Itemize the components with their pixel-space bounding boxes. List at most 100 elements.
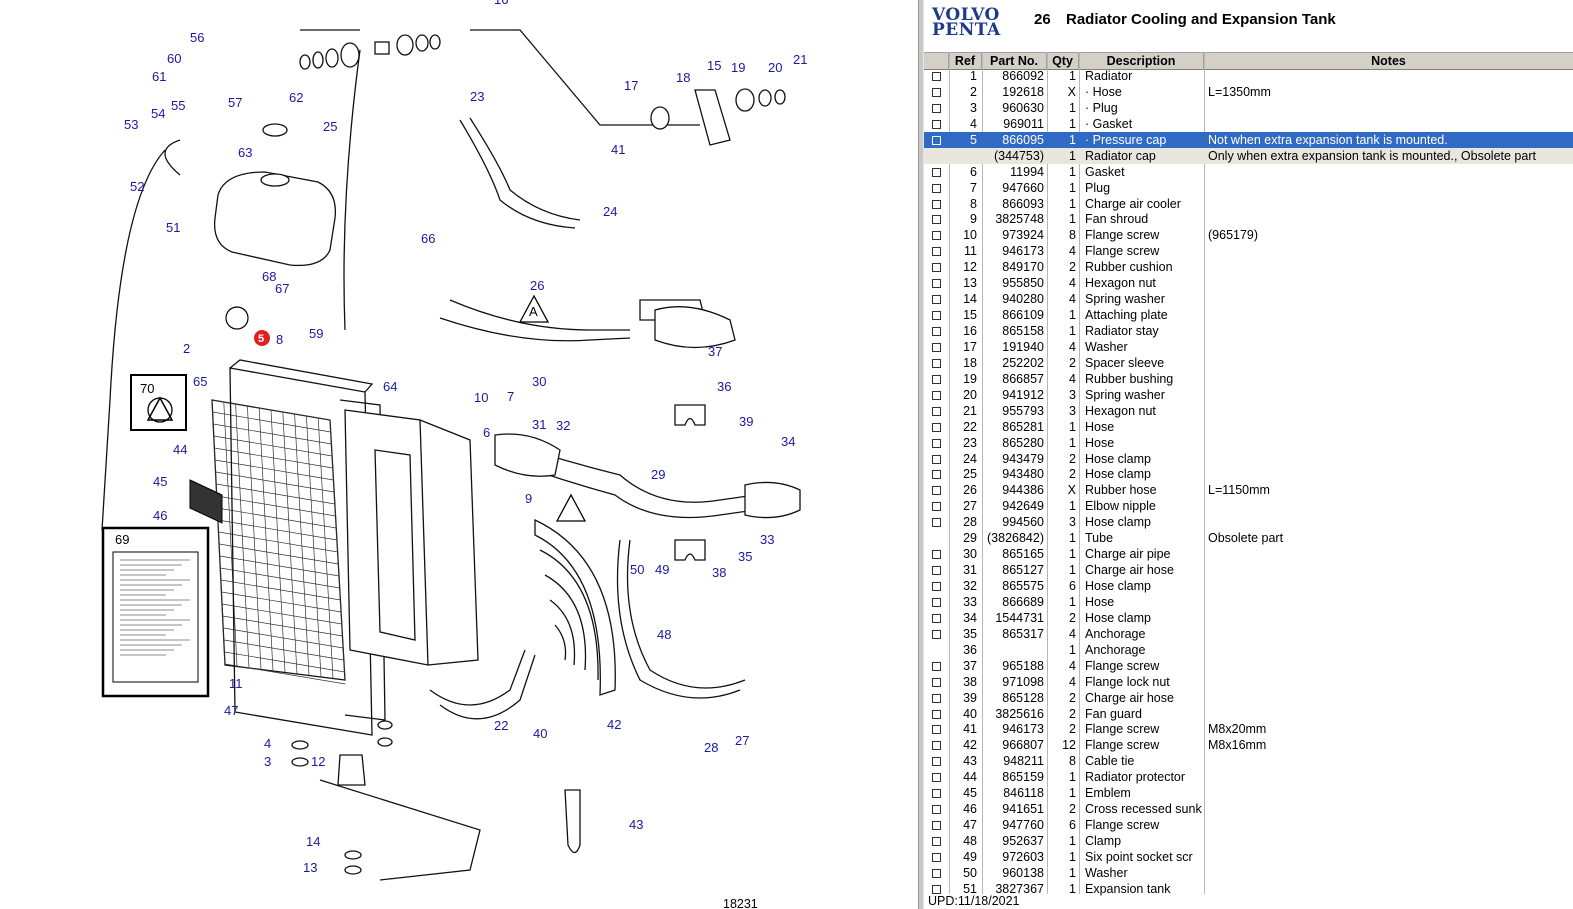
callout-label[interactable]: 3 [264,754,271,769]
callout-label[interactable]: 29 [651,467,665,482]
callout-label[interactable]: 7 [507,389,514,404]
callout-label[interactable]: 14 [306,834,320,849]
row-checkbox[interactable] [932,709,941,719]
row-checkbox[interactable] [932,199,941,209]
callout-label[interactable]: 30 [532,374,546,389]
row-checkbox[interactable] [932,677,941,687]
callout-label[interactable]: 5 [258,333,264,345]
callout-label[interactable]: 70 [140,381,154,396]
row-checkbox[interactable] [932,582,941,591]
row-checkbox[interactable] [932,231,941,241]
callout-label[interactable]: 8 [276,332,283,347]
callout-label[interactable]: 38 [712,565,726,580]
callout-label[interactable]: 39 [739,414,753,429]
row-checkbox[interactable] [932,868,941,878]
row-checkbox[interactable] [932,852,941,862]
row-checkbox[interactable] [932,597,941,607]
row-checkbox[interactable] [932,311,941,321]
callout-label[interactable]: 61 [152,69,166,84]
row-checkbox[interactable] [932,741,941,751]
callout-label[interactable]: 48 [657,627,671,642]
row-checkbox[interactable] [932,613,941,623]
callout-label[interactable]: 52 [130,179,144,194]
row-checkbox[interactable] [932,518,941,528]
callout-label[interactable]: 15 [707,58,721,73]
exploded-parts-diagram[interactable]: 1234678910111213141516171819202122232425… [0,0,918,909]
row-checkbox[interactable] [932,757,941,767]
callout-label[interactable]: 6 [483,425,490,440]
row-checkbox[interactable] [932,454,941,464]
callout-label[interactable]: 64 [383,379,397,394]
callout-label[interactable]: 35 [738,549,752,564]
callout-label[interactable]: 51 [166,220,180,235]
row-checkbox[interactable] [932,374,941,384]
callout-label[interactable]: 45 [153,474,167,489]
callout-label[interactable]: 9 [525,491,532,506]
row-checkbox[interactable] [932,167,941,177]
callout-label[interactable]: 26 [530,278,544,293]
row-checkbox[interactable] [932,566,941,576]
callout-label[interactable]: 22 [494,718,508,733]
row-checkbox[interactable] [932,821,941,831]
callout-label[interactable]: 28 [704,740,718,755]
callout-label[interactable]: 66 [421,231,435,246]
callout-label[interactable]: 53 [124,117,138,132]
header-part-no[interactable]: Part No. [982,53,1047,69]
row-checkbox[interactable] [932,279,941,289]
callout-label[interactable]: 56 [190,30,204,45]
callout-label[interactable]: 44 [173,442,187,457]
row-checkbox[interactable] [932,837,941,846]
callout-label[interactable]: 63 [238,145,252,160]
callout-label[interactable]: 68 [262,269,276,284]
row-checkbox[interactable] [932,103,941,113]
callout-label[interactable]: 34 [781,434,795,449]
callout-label[interactable]: 19 [731,60,745,75]
row-checkbox[interactable] [932,805,941,815]
header-qty[interactable]: Qty [1047,53,1079,69]
row-checkbox[interactable] [932,725,941,735]
row-checkbox[interactable] [932,135,941,145]
callout-label[interactable]: 69 [115,532,129,547]
callout-label[interactable]: 50 [630,562,644,577]
row-checkbox[interactable] [932,215,941,225]
callout-label[interactable]: 27 [735,733,749,748]
row-checkbox[interactable] [932,263,941,273]
callout-label[interactable]: 16 [494,0,508,7]
callout-label[interactable]: 47 [224,703,238,718]
callout-label[interactable]: 25 [323,119,337,134]
row-checkbox[interactable] [932,884,941,894]
row-checkbox[interactable] [932,422,941,432]
header-ref[interactable]: Ref [949,53,982,69]
callout-label[interactable]: 21 [793,52,807,67]
row-checkbox[interactable] [932,295,941,305]
